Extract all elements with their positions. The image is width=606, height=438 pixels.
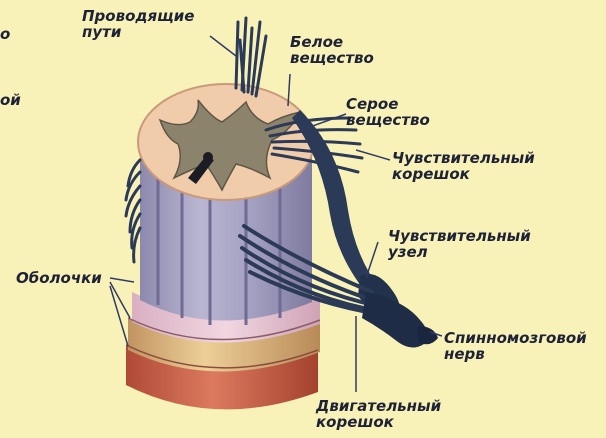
label-sensory-ganglion: Чувствительный узел xyxy=(388,228,531,260)
pointer-sensory-ganglion xyxy=(366,242,378,278)
label-spinal-nerve: Спинномозговой нерв xyxy=(444,330,587,362)
edge-text-fragment: ой xyxy=(0,92,21,108)
pointer-meninges xyxy=(110,282,130,318)
central-canal-dot xyxy=(203,152,213,162)
left-rootlet-fibers xyxy=(126,160,140,262)
label-motor-root: Двигательный корешок xyxy=(316,398,441,430)
label-conducting-pathways: Проводящие пути xyxy=(82,8,194,40)
label-sensory-root: Чувствительный корешок xyxy=(392,150,535,182)
pointer-meninges xyxy=(110,278,134,282)
edge-text-fragment: о xyxy=(0,26,10,42)
label-white-matter: Белое вещество xyxy=(290,34,374,66)
label-meninges: Оболочки xyxy=(16,270,102,286)
label-gray-matter: Серое вещество xyxy=(346,96,430,128)
spinal-nerve-tip xyxy=(418,326,438,344)
pointer-meninges xyxy=(110,286,128,346)
pointer-pathways xyxy=(210,36,236,56)
